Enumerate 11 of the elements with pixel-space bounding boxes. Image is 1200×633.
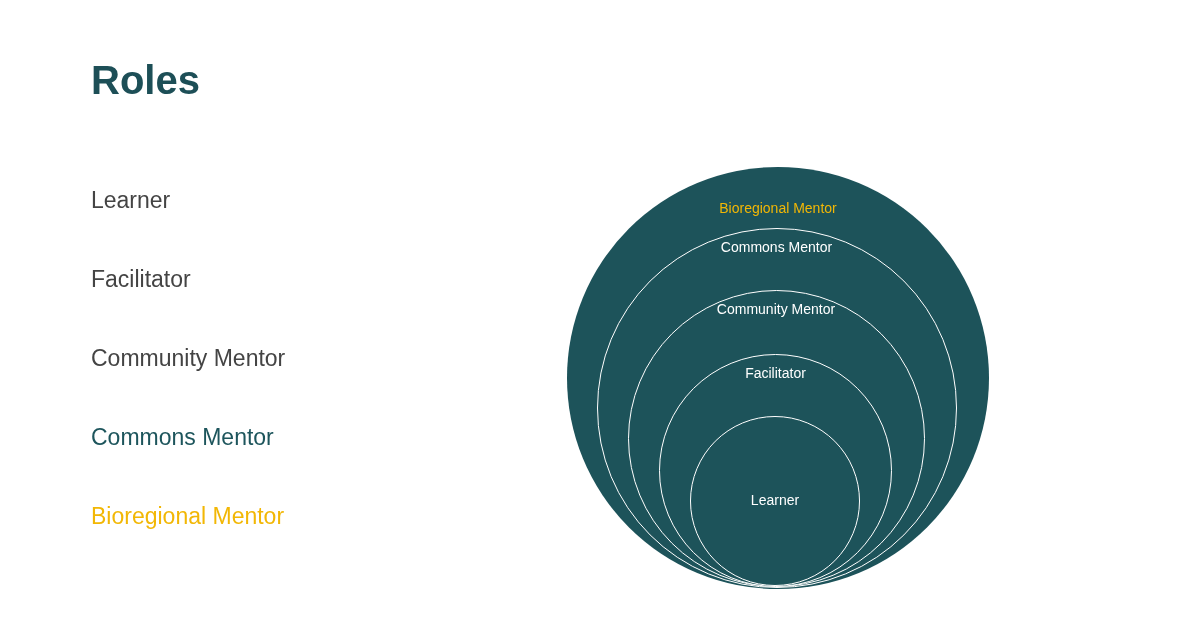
role-label: Bioregional Mentor <box>91 503 285 530</box>
circle-label: Facilitator <box>745 364 806 381</box>
circle-label: Learner <box>750 491 800 508</box>
circle-label: Bioregional Mentor <box>719 200 837 216</box>
circle-label: Commons Mentor <box>720 238 833 255</box>
role-label: Community Mentor <box>91 345 286 372</box>
role-label: Facilitator <box>91 266 191 293</box>
circle-label: Community Mentor <box>716 301 836 317</box>
title: Roles <box>91 58 200 103</box>
role-label: Learner <box>91 187 171 214</box>
role-label: Commons Mentor <box>91 424 274 451</box>
